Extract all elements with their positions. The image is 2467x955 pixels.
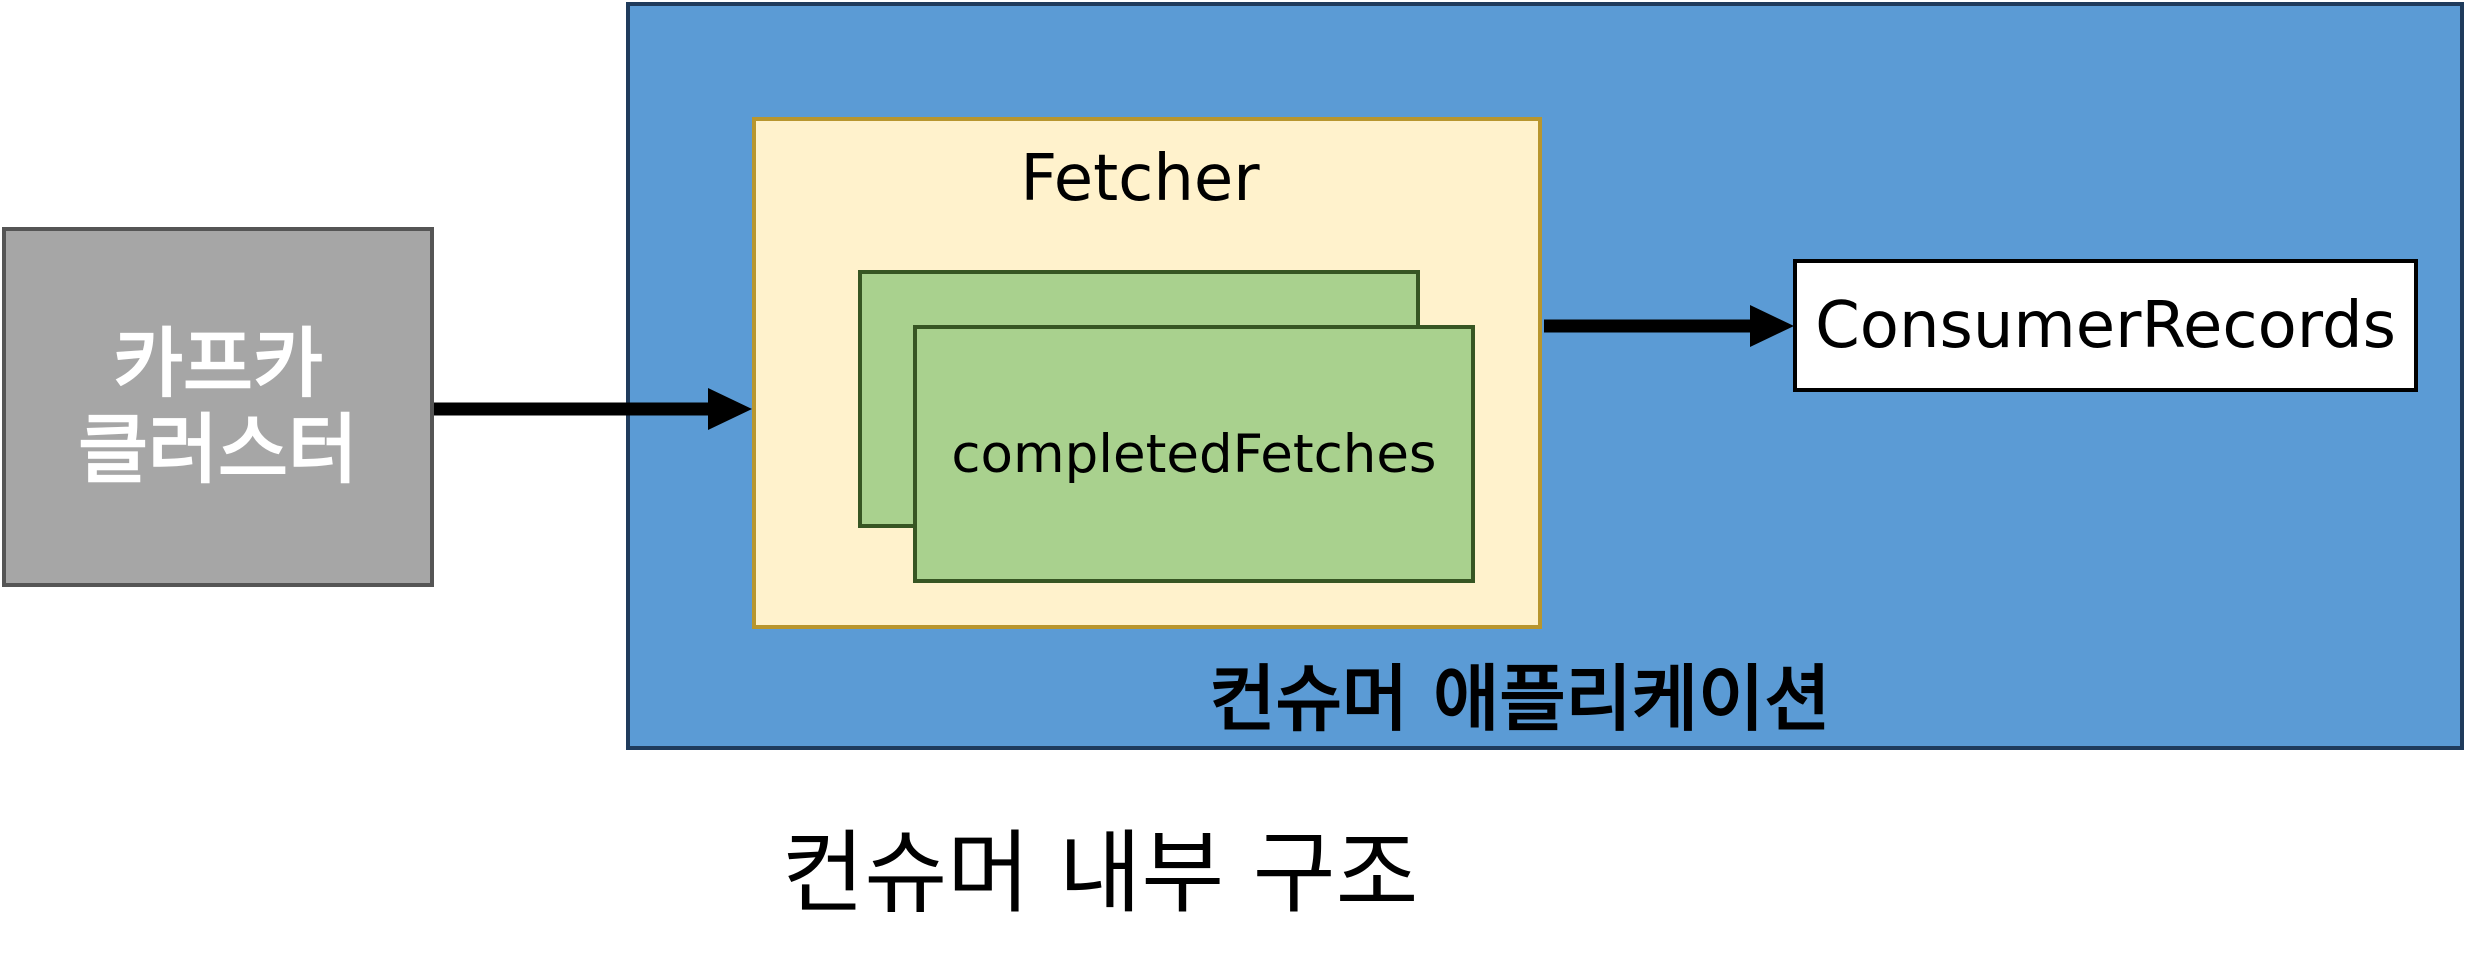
consumer-records-box: ConsumerRecords xyxy=(1793,259,2418,392)
kafka-cluster-box: 카프카 클러스터 xyxy=(2,227,434,587)
fetcher-label: Fetcher xyxy=(1020,142,1260,216)
consumer-application-label: 컨슈머 애플리케이션 xyxy=(1209,657,1831,741)
completed-fetches-front-card: completedFetches xyxy=(913,325,1475,583)
kafka-cluster-label-line1: 카프카 xyxy=(113,319,323,408)
kafka-cluster-label-line2: 클러스터 xyxy=(78,405,358,494)
diagram-caption: 컨슈머 내부 구조 xyxy=(781,821,1419,926)
completed-fetches-label: completedFetches xyxy=(951,423,1437,485)
consumer-records-label: ConsumerRecords xyxy=(1815,288,2396,363)
